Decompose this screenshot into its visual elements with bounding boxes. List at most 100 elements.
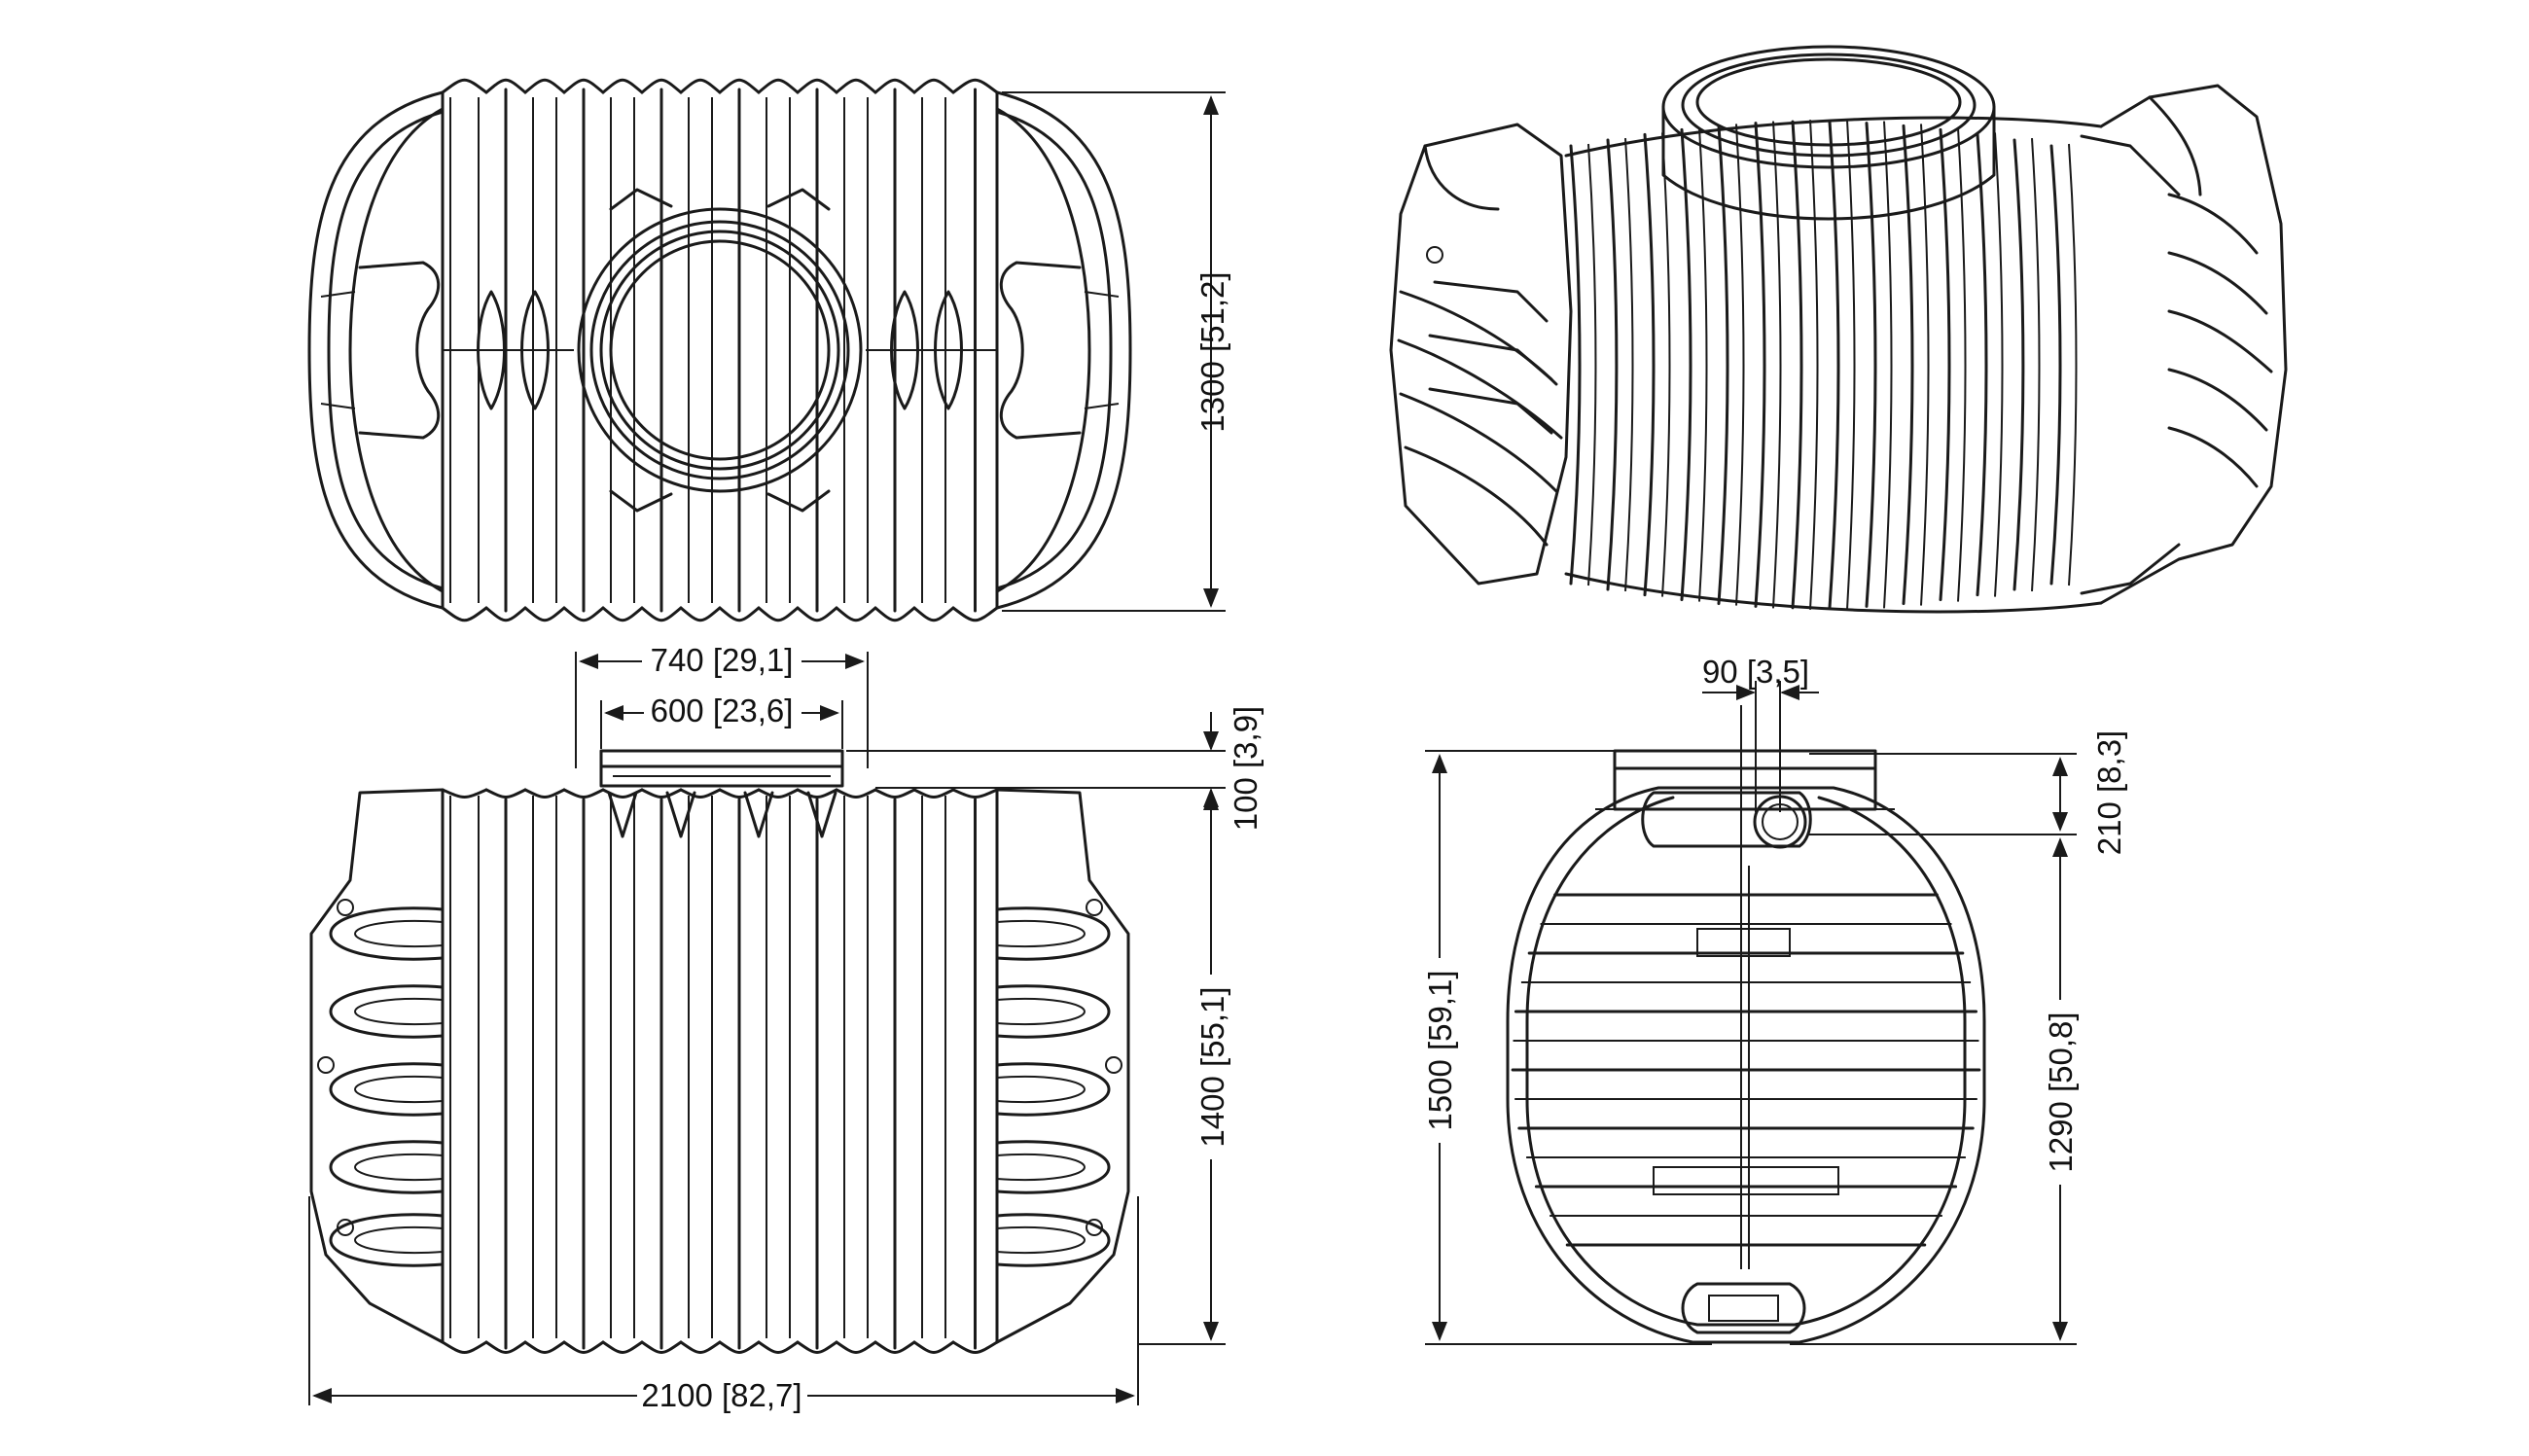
persp-rib: [1624, 137, 1634, 592]
persp-rib: [2031, 137, 2041, 592]
lobe: [996, 919, 1086, 948]
side-rib: [441, 788, 488, 799]
rib: [951, 78, 999, 94]
side-rib: [757, 788, 800, 799]
lobe: [353, 919, 444, 948]
label-210: 210 [8,3]: [2091, 730, 2127, 855]
persp-rib: [1772, 121, 1782, 609]
rib: [441, 78, 488, 94]
lobe: [996, 1153, 1086, 1182]
side-rib: [718, 788, 761, 799]
rib: [441, 606, 488, 622]
dim-side-2100: 2100 [82,7]: [308, 1196, 1139, 1413]
lobe: [996, 1075, 1086, 1104]
side-rib: [757, 1340, 800, 1354]
rib: [679, 78, 722, 94]
persp-rib: [1735, 124, 1745, 606]
side-rib: [484, 1340, 527, 1354]
side-rib: [912, 788, 955, 799]
rib: [562, 78, 605, 94]
rib: [601, 606, 644, 622]
dim-top-height: 1300 [51,2]: [1002, 91, 1230, 612]
persp-rib: [1902, 124, 1914, 606]
perspective-body-ribs: [1569, 120, 2078, 610]
persp-rib: [1569, 144, 1582, 586]
rib: [679, 606, 722, 622]
rib: [640, 78, 683, 94]
persp-rib: [2049, 144, 2062, 586]
lobe: [995, 1213, 1111, 1267]
side-rib: [796, 1340, 838, 1354]
side-right-cap: [995, 788, 1130, 1344]
label-1500: 1500 [59,1]: [1422, 970, 1458, 1130]
persp-rib: [1661, 132, 1671, 597]
persp-rib: [1791, 120, 1803, 610]
persp-rib: [1994, 132, 2004, 597]
lobe: [353, 1153, 444, 1182]
rib: [951, 606, 999, 622]
side-rib: [873, 1340, 916, 1354]
rib: [718, 78, 761, 94]
persp-rib: [2013, 138, 2025, 591]
persp-rib: [1828, 120, 1840, 610]
side-view: 740 [29,1] 600 [23,6] 100 [3,9] 1400 [55…: [308, 642, 1264, 1413]
rib-lens: [934, 290, 963, 410]
persp-rib: [1883, 121, 1893, 609]
label-2100: 2100 [82,7]: [641, 1377, 801, 1413]
lobe: [995, 906, 1111, 961]
side-rib: [835, 1340, 877, 1354]
rib: [912, 78, 955, 94]
dim-end-210: 210 [8,3]: [1809, 730, 2127, 855]
persp-rib: [2068, 143, 2078, 586]
side-right-lobes: [995, 906, 1111, 1267]
rib: [523, 78, 566, 94]
label-600: 600 [23,6]: [651, 692, 794, 728]
rib: [796, 78, 838, 94]
rib: [873, 78, 916, 94]
persp-rib: [1680, 127, 1692, 602]
side-rib: [679, 1340, 722, 1354]
label-1300: 1300 [51,2]: [1194, 271, 1230, 432]
dim-end-1500: 1500 [59,1]: [1422, 750, 1712, 1345]
rib: [601, 78, 644, 94]
perspective-hatch: [1661, 45, 1996, 221]
lobe: [995, 1062, 1111, 1117]
persp-rib: [1698, 127, 1708, 602]
persp-rib: [1643, 132, 1656, 597]
side-rib: [951, 1340, 999, 1354]
end-rib-bracket: [1653, 1166, 1839, 1195]
side-rib: [523, 788, 566, 799]
lobe: [353, 1075, 444, 1104]
label-1400: 1400 [55,1]: [1194, 986, 1230, 1147]
lobe: [329, 1062, 445, 1117]
persp-rib: [1809, 120, 1819, 610]
persp-rib: [1976, 132, 1988, 597]
persp-rib: [1957, 127, 1967, 602]
side-notch: [806, 791, 837, 838]
lobe: [353, 997, 444, 1026]
persp-rib: [1754, 122, 1766, 608]
end-view-ribs: [1511, 893, 1981, 1247]
top-view: 1300 [51,2]: [307, 78, 1230, 622]
persp-rib: [1587, 143, 1597, 586]
end-view-inlet: [1641, 791, 1812, 849]
persp-rib: [1920, 124, 1930, 606]
side-notch: [665, 791, 696, 838]
lobe: [996, 1225, 1086, 1255]
side-rib: [601, 788, 644, 799]
side-rib: [679, 788, 722, 799]
side-view-collar: [599, 749, 844, 788]
rib: [835, 78, 877, 94]
lobe: [329, 906, 445, 961]
rib: [640, 606, 683, 622]
rib: [757, 606, 800, 622]
side-rib: [796, 788, 838, 799]
top-view-hatch: [577, 188, 863, 513]
side-left-lobes: [329, 906, 445, 1267]
side-view-ribs: [441, 788, 999, 1354]
end-view-shell: [1506, 786, 1986, 1344]
lobe: [329, 1213, 445, 1267]
side-rib: [441, 1340, 488, 1354]
side-rib: [873, 788, 916, 799]
end-view-collar: [1595, 749, 1895, 811]
